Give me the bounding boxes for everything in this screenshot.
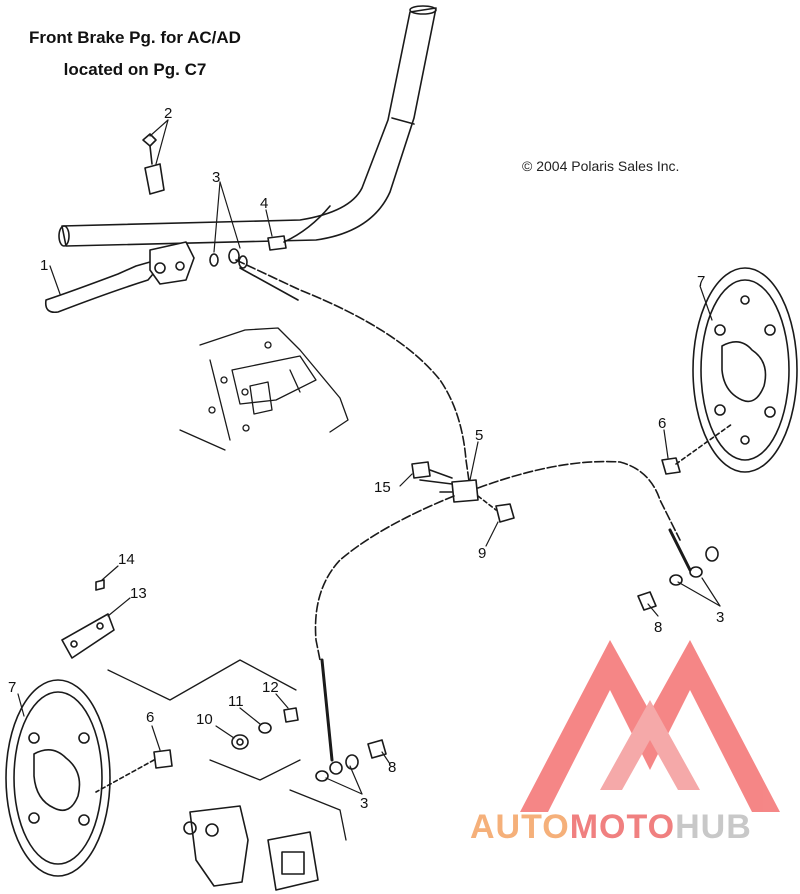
callout-3: 3 — [716, 609, 724, 626]
watermark-logo — [520, 640, 780, 812]
spacer — [231, 734, 249, 750]
callout-1: 1 — [40, 257, 48, 274]
handlebar-washers — [209, 248, 248, 269]
brake-line-upper — [235, 259, 471, 489]
callout-leaders — [17, 119, 721, 795]
left-brake-rotor — [5, 679, 111, 877]
callout-2: 2 — [164, 105, 172, 122]
copyright-notice: © 2004 Polaris Sales Inc. — [522, 158, 680, 174]
bracket-screw — [95, 579, 105, 591]
junction-bolt — [411, 461, 453, 479]
right-brake-rotor — [692, 267, 798, 473]
junction-nut — [477, 495, 515, 523]
brake-junction — [419, 479, 479, 503]
cable-bracket — [267, 205, 331, 251]
watermark-wordmark: AUTOMOTOHUB — [470, 808, 800, 847]
callout-13: 13 — [130, 585, 147, 602]
left-caliper-bolt — [367, 739, 387, 759]
brake-line-left — [314, 495, 455, 762]
callout-12: 12 — [262, 679, 279, 696]
diagram-heading-line-2: located on Pg. C7 — [63, 60, 207, 79]
callout-7: 7 — [697, 273, 705, 290]
callout-8: 8 — [388, 759, 396, 776]
left-rotor-bolt — [95, 749, 173, 793]
watermark-part-auto: AUTO — [470, 808, 570, 846]
watermark-part-moto: MOTO — [569, 808, 676, 846]
diagram-heading-line-1: Front Brake Pg. for AC/AD — [29, 28, 241, 47]
spindle — [183, 805, 249, 887]
brake-lever — [44, 241, 195, 314]
right-caliper-bolt — [637, 591, 657, 611]
caliper-mount-bolt — [283, 707, 299, 723]
brake-caliper — [267, 831, 319, 891]
cable-clip — [142, 133, 165, 195]
callout-5: 5 — [475, 427, 483, 444]
callout-8: 8 — [654, 619, 662, 636]
brake-line-right — [477, 460, 692, 572]
callout-11: 11 — [228, 693, 244, 710]
spindle-outline — [107, 659, 347, 841]
watermark-part-hub: HUB — [675, 808, 752, 846]
callout-4: 4 — [260, 195, 268, 212]
right-caliper-washers — [669, 546, 719, 586]
washer — [258, 722, 272, 734]
frame-section — [179, 327, 349, 451]
left-caliper-washers — [315, 754, 359, 782]
callout-3: 3 — [360, 795, 368, 812]
callout-numbers: 1 2 3 4 5 7 6 15 9 3 8 14 13 7 6 10 11 1… — [8, 105, 724, 812]
mounting-bracket — [61, 613, 115, 659]
callout-15: 15 — [374, 479, 391, 496]
right-rotor-bolt — [661, 423, 733, 475]
callout-9: 9 — [478, 545, 486, 562]
callout-6: 6 — [658, 415, 666, 432]
handlebar — [58, 5, 437, 247]
callout-10: 10 — [196, 711, 213, 728]
callout-14: 14 — [118, 551, 135, 568]
callout-6: 6 — [146, 709, 154, 726]
callout-3: 3 — [212, 169, 220, 186]
callout-7: 7 — [8, 679, 16, 696]
